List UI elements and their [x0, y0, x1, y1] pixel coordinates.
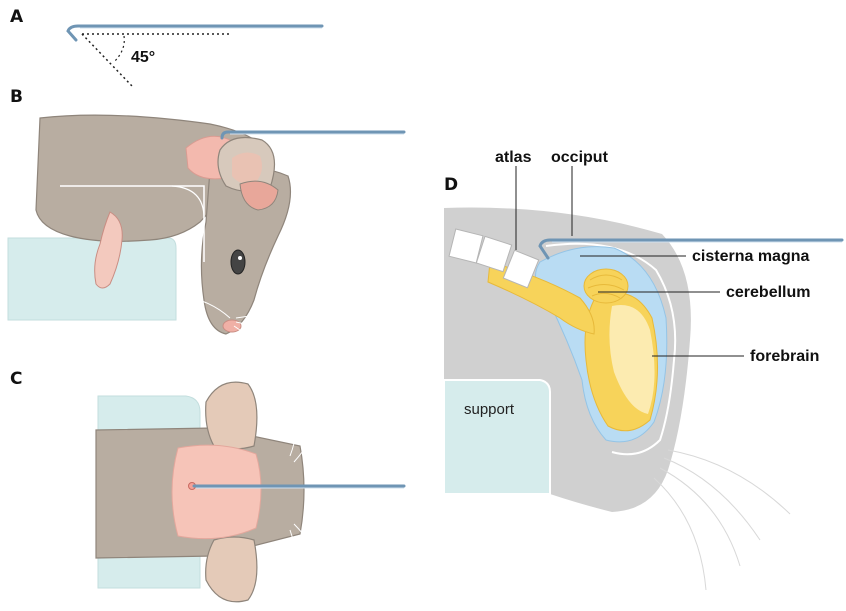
panel-b-eye [231, 250, 245, 274]
panel-d-letter: D [444, 175, 458, 195]
panel-d-support [444, 380, 550, 494]
panel-c-letter: C [10, 369, 22, 389]
panel-a: A 45° [10, 7, 322, 86]
panel-d-occiput-label: occiput [551, 149, 609, 166]
panel-c-ear-top [206, 382, 257, 449]
panel-d-forebrain-label: forebrain [750, 348, 819, 365]
panel-b-whiskers [182, 296, 330, 368]
panel-d-support-label: support [464, 401, 515, 418]
panel-c: C [10, 369, 404, 602]
panel-a-angle-arc [114, 36, 124, 62]
panel-d-cerebellum-label: cerebellum [726, 284, 810, 301]
panel-a-angle-label: 45° [131, 49, 155, 66]
panel-c-shaved-skin [172, 445, 261, 539]
panel-d-whiskers [654, 450, 790, 590]
panel-d-atlas-label: atlas [495, 149, 532, 166]
panel-d-cisterna-magna-label: cisterna magna [692, 248, 809, 265]
panel-b-nose [223, 320, 241, 332]
panel-c-ear-bottom [206, 537, 257, 602]
panel-b-letter: B [10, 87, 23, 107]
panel-d-cerebellum [584, 269, 628, 303]
panel-d: D support [444, 149, 842, 590]
panel-a-letter: A [10, 7, 24, 27]
panel-b: B [8, 87, 404, 368]
panel-b-support [8, 238, 176, 320]
